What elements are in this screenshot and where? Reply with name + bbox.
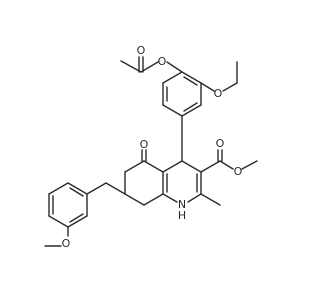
bond-c2-methyl [200,193,221,206]
bond-c3-c4 [181,160,202,173]
atom-o-ester-carbonyl: O [216,137,225,150]
atom-h-on-n: H [178,209,186,222]
bond-c7-c8 [124,193,145,206]
bond-ph1-inner-1 [183,76,198,86]
bond-ph1-f [162,71,183,84]
atom-o-ester-methoxy: O [234,165,243,178]
molecule-diagram: O O O O O O N H O [44,44,258,250]
bond-c5-c6 [124,160,145,173]
bond-n-c2 [187,193,202,203]
bond-c8-c8a [143,193,164,206]
atom-o-anisole: O [62,237,71,250]
bond-ph2-f [67,215,88,228]
bond-ph1-a [181,71,202,84]
structure-svg: O O O O O O N H O [44,44,258,250]
bond-ph2-e [48,215,69,228]
bond-ph1-c [181,104,202,117]
bond-ph2-inner-1 [69,187,84,197]
bond-c7-aryl [105,182,126,195]
bond-ph2-inner-3 [69,213,84,223]
bond-ph2-a [86,182,107,195]
bond-acetyl-c-o-ester [140,61,159,73]
bond-c8a-n [162,193,178,203]
bond-o-ethyl [222,82,238,92]
atom-o-acetyl-carbonyl: O [137,44,146,57]
bond-ph2-c [48,182,69,195]
atom-o-ketone: O [140,138,149,151]
bond-ester-c-o [219,160,234,170]
bond-aryl-o-ethoxy [200,82,215,92]
bond-c4a-c5 [143,160,164,173]
bond-ph2-b [67,182,88,195]
bond-c3-ester-c [200,160,221,173]
bond-ph1-d [162,104,183,117]
bond-o-aryl [166,61,183,73]
bond-ph1-inner-2 [183,102,198,112]
bond-acetyl-methyl [120,60,142,73]
atom-o-acetyl-ester: O [158,55,167,68]
bond-o-methyl [241,160,258,170]
atom-o-ethoxy: O [214,87,223,100]
atom-n-ring: N [178,198,186,211]
bond-c4-c4a [162,160,183,173]
